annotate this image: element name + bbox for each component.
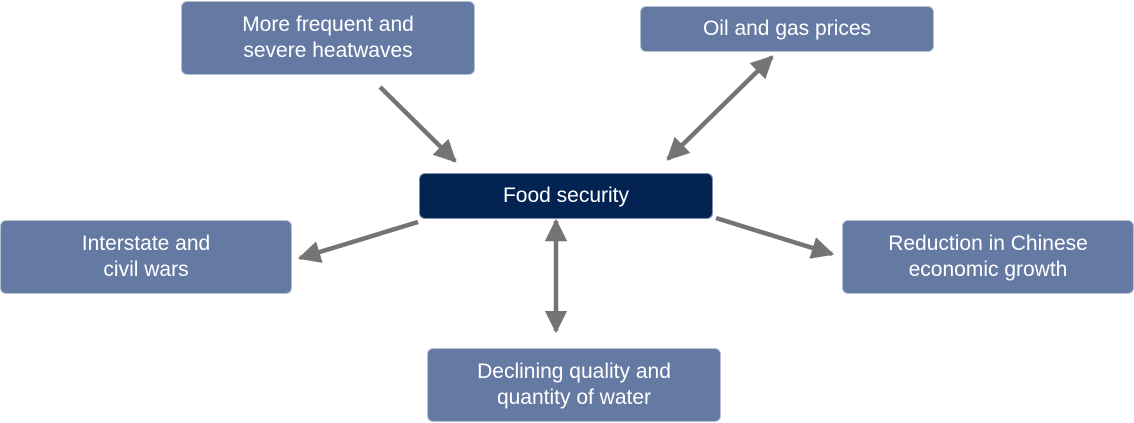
node-oil-gas-prices: Oil and gas prices — [640, 6, 934, 52]
arrow-food-security-to-chinese-growth — [715, 215, 835, 259]
arrow-food-security-oil-gas-bidirectional — [666, 55, 774, 161]
node-food-security: Food security — [419, 173, 713, 219]
node-wars: Interstate and civil wars — [0, 220, 292, 294]
arrow-heatwaves-to-food-security — [378, 85, 457, 163]
node-water: Declining quality and quantity of water — [427, 348, 721, 422]
node-chinese-growth: Reduction in Chinese economic growth — [842, 220, 1134, 294]
arrow-food-security-to-wars — [297, 219, 419, 263]
node-heatwaves: More frequent and severe heatwaves — [181, 1, 475, 75]
